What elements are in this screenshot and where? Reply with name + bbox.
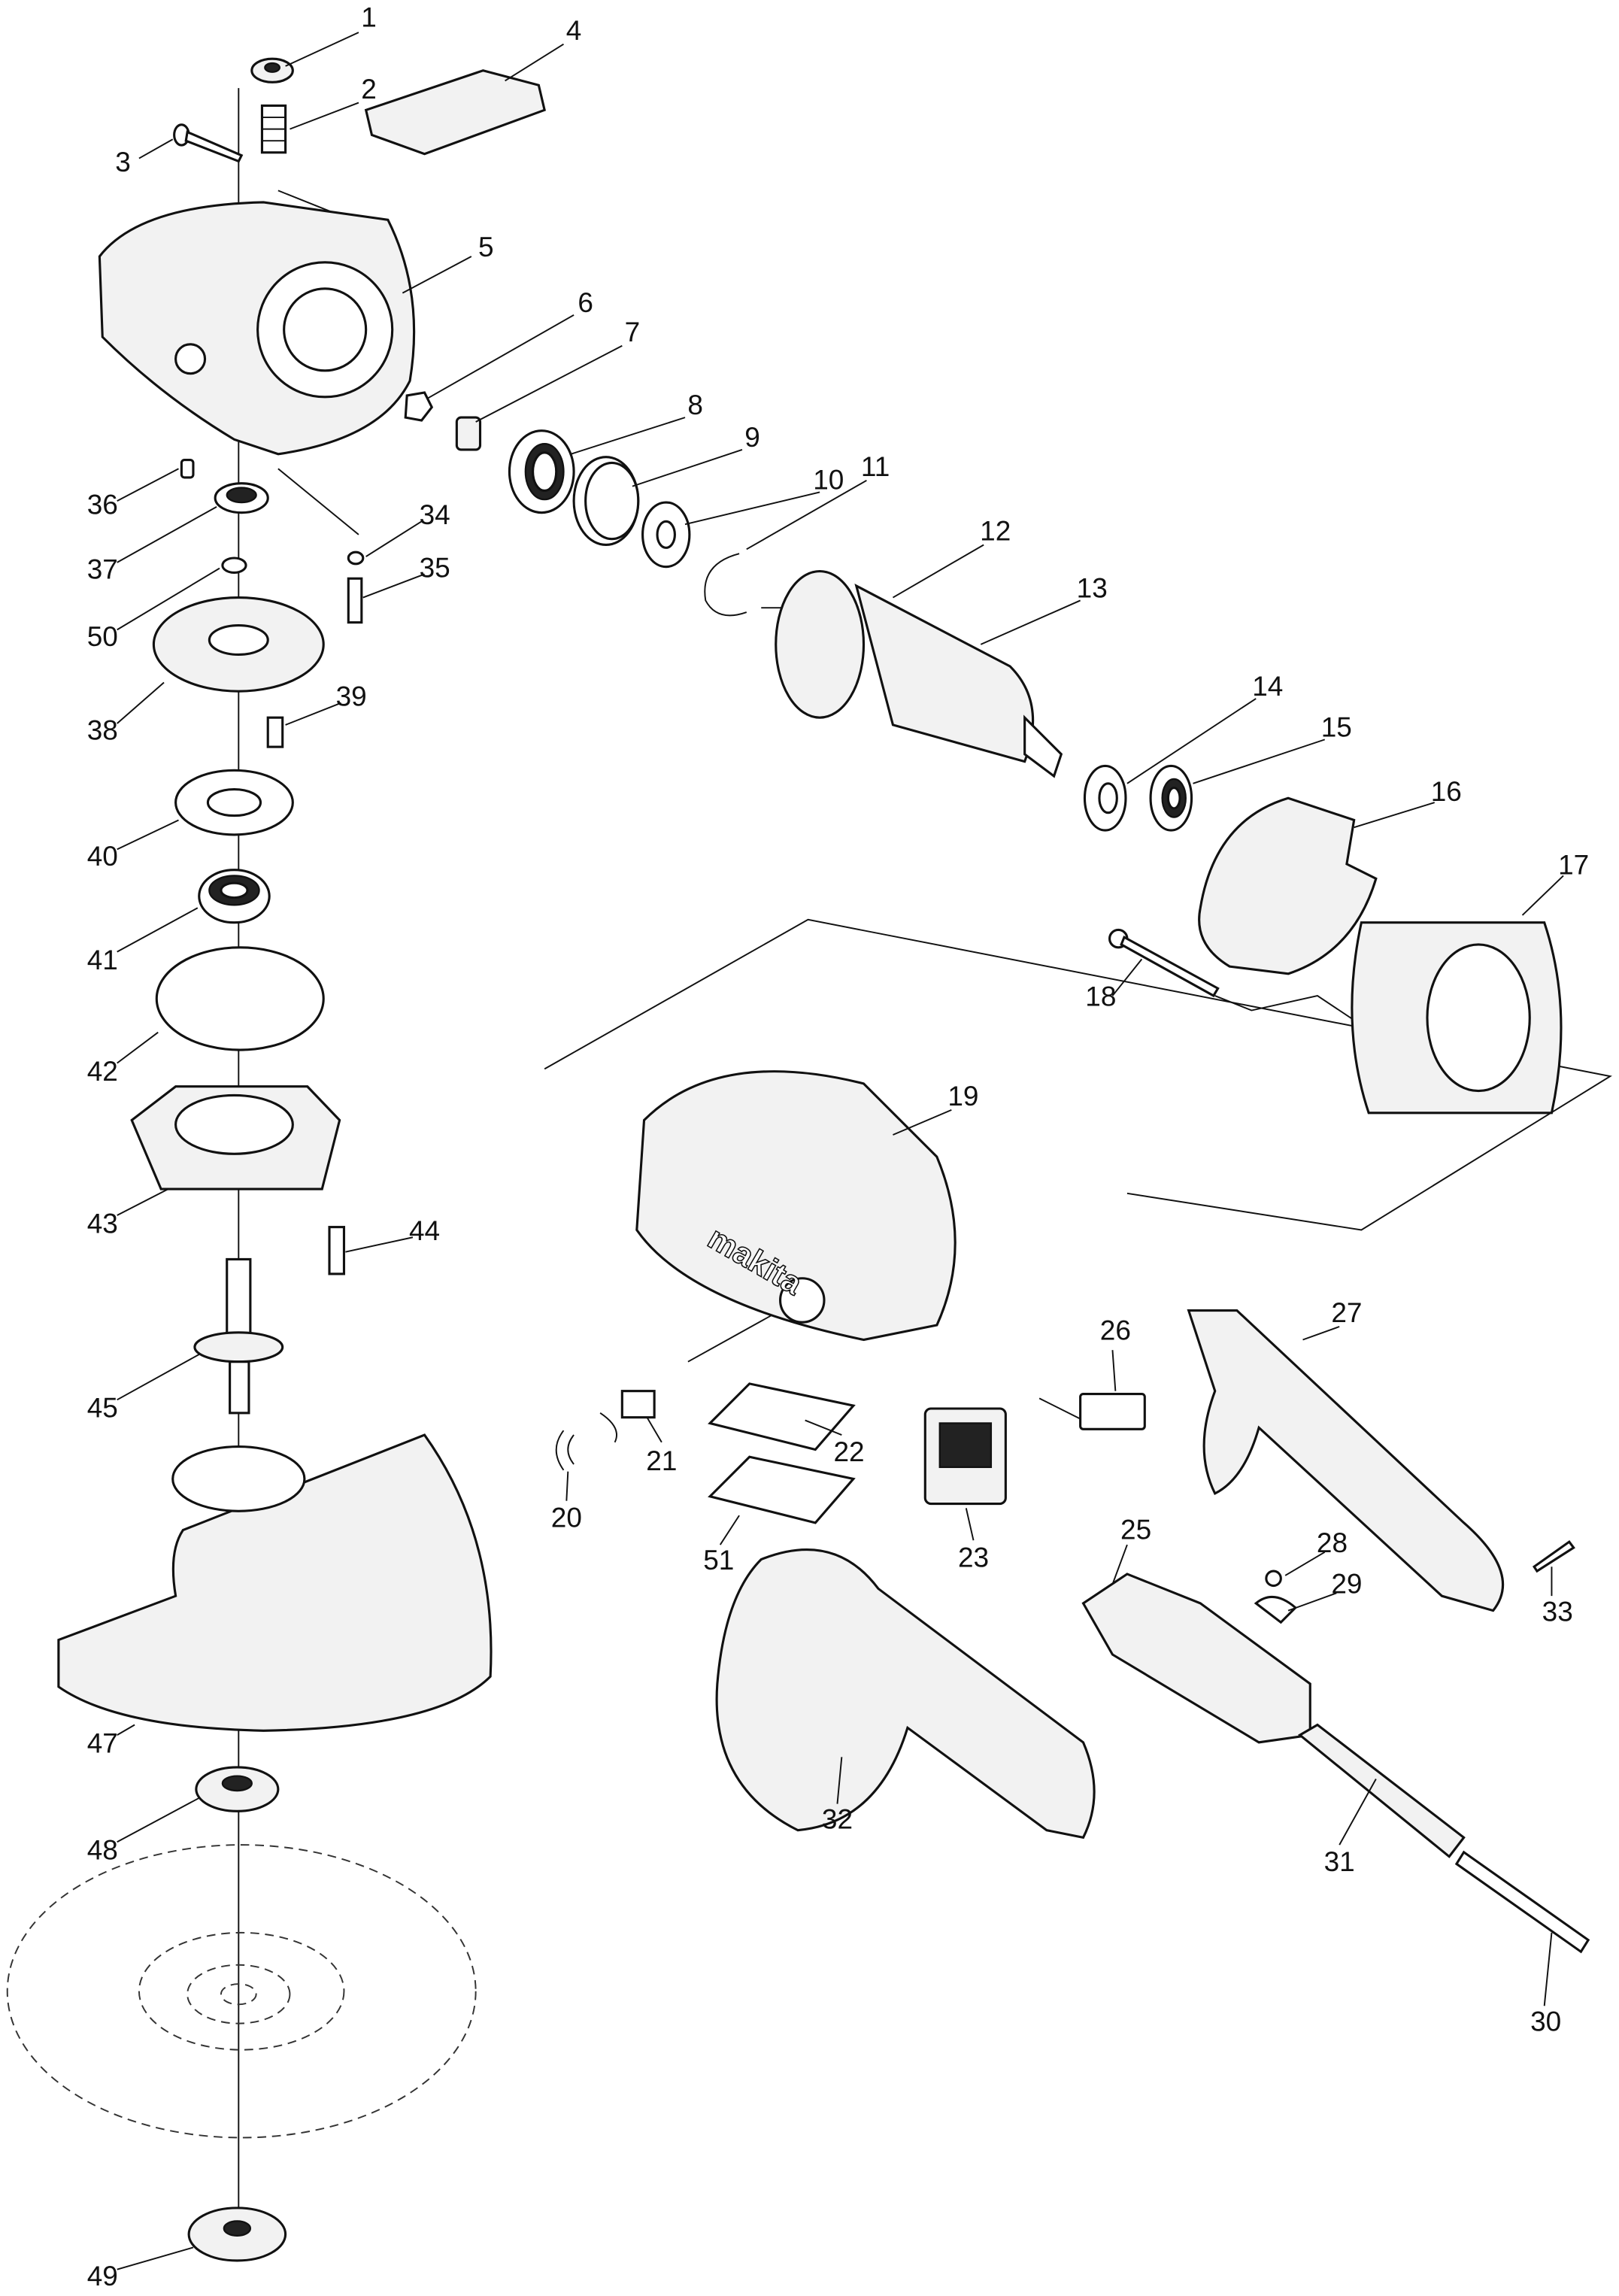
part-3-screw [173,123,244,163]
callout-49: 49 [87,2261,118,2291]
callout-42: 42 [87,1056,118,1087]
part-44-screw [328,1226,346,1275]
abrasive-wheel-outline [6,1844,477,2139]
callout-25: 25 [1120,1514,1151,1545]
part-31-cord-guard [1297,1723,1466,1858]
callout-9: 9 [744,422,760,453]
callout-50: 50 [87,621,118,652]
part-30-cord [1454,1850,1590,1954]
callout-10: 10 [813,465,844,496]
part-32-rear-cover [715,1548,1096,1840]
callout-26: 26 [1100,1315,1131,1346]
callout-20: 20 [551,1503,582,1533]
part-20-brush-holder-cap [555,1430,575,1471]
callout-18: 18 [1085,981,1116,1012]
callout-32: 32 [822,1804,853,1835]
part-27-handle-half [1187,1309,1505,1612]
part-23-filter [923,1407,1007,1506]
callout-2: 2 [361,74,377,105]
callout-31: 31 [1324,1846,1355,1877]
part-33-screw [1532,1540,1575,1573]
part-22-insulation-sheet [708,1382,856,1451]
part-39-screw [266,716,284,748]
part-8-bearing [508,429,575,514]
callout-23: 23 [958,1542,989,1573]
part-37-bearing [214,482,269,514]
callout-8: 8 [687,390,703,420]
part-11-retaining-ring [704,553,747,617]
callout-14: 14 [1252,671,1283,702]
callout-40: 40 [87,841,118,872]
part-41-bearing [198,869,271,924]
part-38-spiral-bevel-gear [152,596,325,693]
callout-6: 6 [578,287,593,318]
callout-13: 13 [1077,573,1108,604]
callout-28: 28 [1317,1527,1348,1558]
part-26-carbon-brush [1079,1392,1146,1430]
part-34-o-ring [347,550,365,566]
callout-4: 4 [566,15,582,46]
part-19-motor-housing: makita [635,1070,957,1342]
part-49-lock-nut [187,2207,287,2262]
part-35-pin [347,577,363,624]
callout-47: 47 [87,1728,118,1759]
callout-37: 37 [87,554,118,584]
callout-15: 15 [1321,712,1352,743]
part-4-cover [364,69,546,156]
callout-41: 41 [87,945,118,975]
part-2-spring [260,104,287,154]
callout-33: 33 [1542,1596,1573,1627]
part-40-plate [174,769,294,836]
callout-35: 35 [420,552,450,583]
callout-22: 22 [833,1436,864,1467]
callout-29: 29 [1331,1568,1362,1599]
callout-leader-lines [117,32,1564,2270]
part-45-spindle [193,1257,284,1415]
callout-43: 43 [87,1208,118,1239]
callout-30: 30 [1530,2006,1561,2037]
callout-1: 1 [361,2,377,32]
part-42-o-ring [155,946,325,1051]
callout-51: 51 [703,1545,734,1576]
callout-19: 19 [947,1081,978,1112]
part-36-pin [180,459,195,479]
part-5-gear-housing [98,201,416,456]
callout-21: 21 [646,1445,677,1476]
callout-44: 44 [409,1215,440,1246]
part-9-ring [572,456,640,547]
callout-16: 16 [1431,776,1462,807]
part-43-bearing-box [130,1085,341,1190]
part-18-screw [1108,928,1220,998]
part-14-fan-baffle-washer [1083,764,1127,832]
callout-3: 3 [115,147,131,177]
callout-labels: 1 2 3 4 5 6 7 8 9 10 11 12 13 14 15 16 1… [87,2,1590,2291]
part-21-carbon-brush [599,1390,656,1443]
callout-48: 48 [87,1835,118,1866]
callout-12: 12 [980,516,1011,547]
callout-34: 34 [420,499,450,530]
callout-17: 17 [1558,850,1589,881]
part-10-washer [641,501,691,569]
part-1-washer [250,57,294,83]
part-6-nut [404,391,434,422]
callout-39: 39 [336,681,367,712]
part-48-inner-flange [195,1766,280,1812]
part-28-screw [1265,1570,1282,1588]
callout-45: 45 [87,1393,118,1424]
callout-5: 5 [478,232,494,262]
callout-36: 36 [87,490,118,520]
part-12-13-armature [761,569,1063,778]
callout-11: 11 [861,451,890,482]
part-25-switch [1081,1573,1311,1744]
part-15-bearing [1149,764,1193,832]
callout-38: 38 [87,714,118,745]
part-17-field [1351,921,1563,1115]
part-16-baffle-plate [1198,796,1378,975]
callout-7: 7 [625,317,641,347]
callout-27: 27 [1331,1297,1362,1328]
part-47-wheel-guard [57,1433,493,1732]
part-7-pinion-gear [455,416,482,451]
part-51-insulation-sheet [708,1455,856,1524]
part-50-o-ring [221,557,247,575]
